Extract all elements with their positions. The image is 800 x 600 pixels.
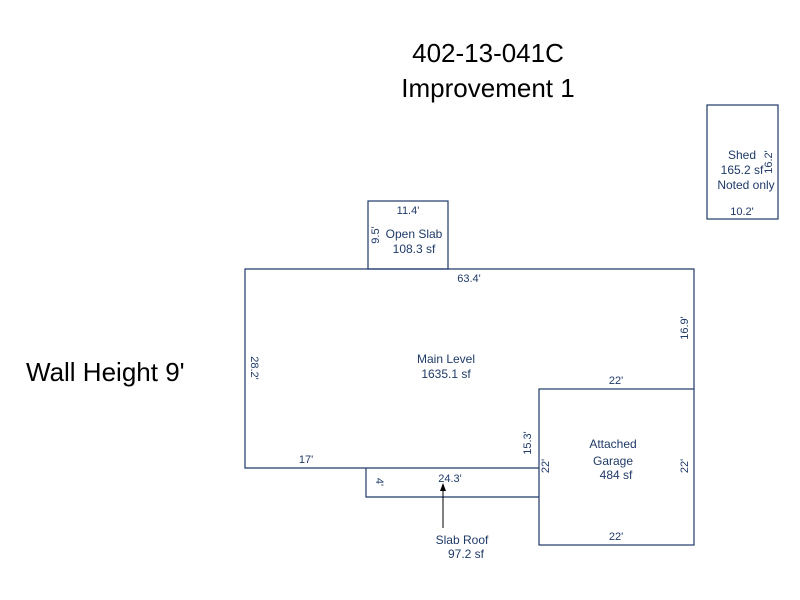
- open-slab-dim-side: 9.5': [370, 226, 382, 243]
- open-slab-dim-top: 11.4': [397, 205, 420, 217]
- improvement-title: Improvement 1: [401, 73, 575, 103]
- shed-note: Noted only: [717, 178, 774, 192]
- slab-roof-dim-width: 24.3': [438, 473, 462, 485]
- slab-roof-area: 97.2 sf: [448, 547, 485, 561]
- parcel-number: 402-13-041C: [412, 38, 564, 68]
- main-level-dim-step: 15.3': [522, 431, 534, 455]
- garage-name-1: Attached: [589, 437, 636, 451]
- main-level-name: Main Level: [417, 352, 475, 366]
- garage-dim-right: 22': [679, 459, 691, 473]
- main-level-dim-bottom: 17': [299, 454, 313, 466]
- garage-area: 484 sf: [600, 468, 633, 482]
- main-level-outline: [244, 268, 695, 469]
- wall-height-label: Wall Height 9': [26, 357, 185, 387]
- garage-dim-left: 22': [540, 459, 552, 473]
- shed-area: 165.2 sf: [721, 163, 764, 177]
- garage-dim-bottom: 22': [609, 531, 623, 543]
- open-slab-area: 108.3 sf: [393, 242, 436, 256]
- garage-name-2: Garage: [593, 454, 633, 468]
- shed-dim-side: 16.2': [763, 150, 775, 174]
- main-level-dim-right: 16.9': [679, 316, 691, 340]
- slab-roof-name: Slab Roof: [436, 533, 489, 547]
- arrow-up-icon: [440, 483, 446, 491]
- shed-name: Shed: [728, 148, 756, 162]
- slab-roof-dim-depth: 4': [373, 478, 385, 486]
- main-level-dim-left: 28.2': [248, 356, 260, 380]
- shed-dim-bottom: 10.2': [730, 206, 754, 218]
- garage-outline: [538, 388, 695, 546]
- shed-outline: [706, 104, 779, 220]
- main-level-dim-top: 63.4': [457, 273, 481, 285]
- garage-dim-top: 22': [609, 375, 623, 387]
- main-level-area: 1635.1 sf: [421, 367, 471, 381]
- slab-roof-outline: [365, 468, 539, 498]
- open-slab-name: Open Slab: [386, 227, 443, 241]
